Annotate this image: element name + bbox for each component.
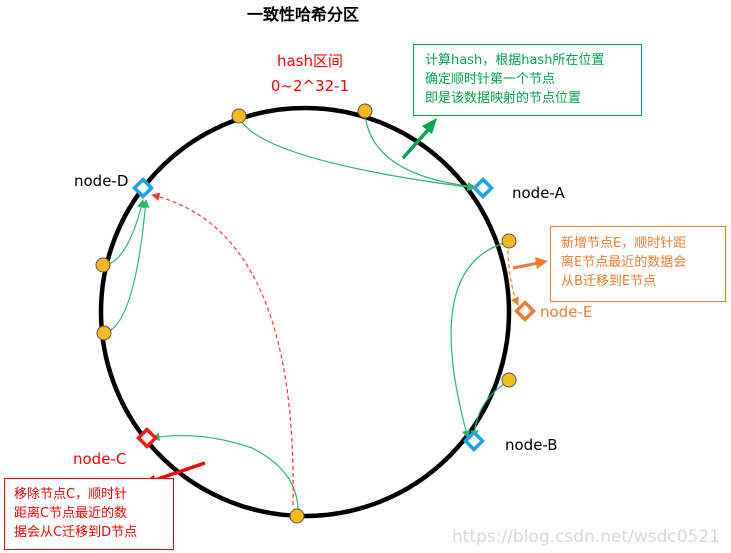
orange-note-line: 离E节点最近的数据会 bbox=[561, 255, 687, 270]
data-point bbox=[289, 508, 305, 524]
mapping-arrow bbox=[450, 241, 509, 439]
red-note-box: 移除节点C，顺时针 距离C节点最近的数 据会从C迁移到D节点 bbox=[4, 478, 174, 550]
hash-ring bbox=[98, 105, 512, 519]
green-callout-arrow bbox=[401, 118, 437, 160]
green-note-line: 计算hash，根据hash所在位置 bbox=[425, 53, 605, 68]
mapping-arrow bbox=[151, 432, 299, 516]
node-a-label: node-A bbox=[512, 184, 566, 202]
node-e-marker bbox=[514, 300, 536, 322]
orange-note-line: 从B迁移到E节点 bbox=[561, 274, 657, 289]
watermark: https://blog.csdn.net/wsdc0521 bbox=[452, 527, 720, 547]
orange-callout-arrow bbox=[512, 257, 548, 270]
data-point bbox=[96, 325, 112, 341]
green-note-box: 计算hash，根据hash所在位置 确定顺时针第一个节点 即是该数据映射的节点位… bbox=[413, 44, 642, 116]
node-d-marker bbox=[132, 177, 154, 199]
data-point bbox=[95, 257, 111, 273]
mapping-arrow bbox=[364, 112, 476, 191]
node-e-label: node-E bbox=[540, 303, 592, 321]
migration-arrow-to-e bbox=[507, 249, 519, 306]
red-note-line: 据会从C迁移到D节点 bbox=[14, 525, 138, 540]
data-point bbox=[501, 372, 517, 388]
mapping-arrow bbox=[104, 199, 150, 334]
node-b-marker bbox=[463, 430, 485, 452]
node-c-marker bbox=[136, 427, 158, 449]
mapping-arrow bbox=[238, 116, 476, 192]
data-point bbox=[357, 103, 373, 119]
red-note-line: 距离C节点最近的数 bbox=[14, 506, 128, 521]
node-c-label: node-C bbox=[73, 450, 126, 468]
hash-range-label: hash区间 bbox=[277, 52, 343, 70]
diagram-title: 一致性哈希分区 bbox=[247, 5, 359, 24]
orange-note-line: 新增节点E，顺时针距 bbox=[561, 236, 687, 251]
green-note-line: 即是该数据映射的节点位置 bbox=[425, 91, 582, 106]
data-point bbox=[501, 233, 517, 249]
hash-range-value: 0~2^32-1 bbox=[271, 77, 349, 95]
data-point bbox=[231, 108, 247, 124]
node-d-label: node-D bbox=[74, 172, 128, 190]
red-note-line: 移除节点C，顺时针 bbox=[14, 487, 128, 502]
node-b-label: node-B bbox=[505, 436, 558, 454]
green-note-line: 确定顺时针第一个节点 bbox=[425, 72, 556, 87]
orange-note-box: 新增节点E，顺时针距 离E节点最近的数据会 从B迁移到E节点 bbox=[550, 226, 726, 302]
node-a-marker bbox=[472, 177, 494, 199]
migration-arrow-c-to-d bbox=[151, 192, 294, 506]
